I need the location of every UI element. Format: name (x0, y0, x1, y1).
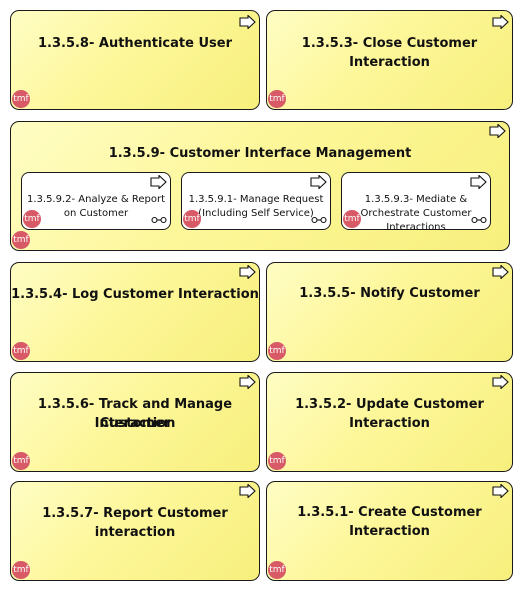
process-arrow-icon (239, 265, 256, 279)
process-arrow-icon (492, 15, 509, 29)
process-title: 1.3.5.9- Customer Interface Management (108, 146, 412, 161)
process-create-customer-interaction[interactable]: 1.3.5.1- Create Customer Interaction tmf (266, 481, 513, 581)
tmf-logo-icon: tmf (12, 561, 30, 579)
tmf-logo-icon: tmf (268, 90, 286, 108)
process-arrow-icon (239, 15, 256, 29)
tmf-logo-icon: tmf (183, 210, 201, 228)
subprocess-mediate-orchestrate[interactable]: 1.3.5.9.3- Mediate & Orchestrate Custome… (341, 172, 491, 233)
tmf-logo-icon: tmf (268, 561, 286, 579)
process-title: 1.3.5.7- Report Customer interaction (42, 506, 228, 540)
subprocess-title-line: 1.3.5.9.1- Manage Request (188, 194, 324, 205)
process-customer-interface-management[interactable]: 1.3.5.9- Customer Interface Management t… (10, 121, 510, 251)
tmf-logo-icon: tmf (12, 342, 30, 360)
process-report-customer-interaction[interactable]: 1.3.5.7- Report Customer interaction tmf (10, 481, 260, 581)
process-arrow-icon (489, 124, 506, 138)
subprocess-manage-request[interactable]: 1.3.5.9.1- Manage Request (Including Sel… (181, 172, 331, 230)
process-notify-customer[interactable]: 1.3.5.5- Notify Customer tmf (266, 262, 513, 362)
process-arrow-icon (492, 265, 509, 279)
subprocess-analyze-report-on-customer[interactable]: 1.3.5.9.2- Analyze & Report on Customer … (21, 172, 171, 230)
process-arrow-icon (492, 484, 509, 498)
process-arrow-icon (239, 484, 256, 498)
process-log-customer-interaction[interactable]: 1.3.5.4- Log Customer Interaction tmf (10, 262, 260, 362)
subprocess-title-line: (Including Self Service) (198, 208, 314, 219)
process-title: 1.3.5.5- Notify Customer (299, 286, 480, 301)
process-title: 1.3.5.1- Create Customer Interaction (297, 505, 482, 539)
tmf-logo-icon: tmf (343, 210, 361, 228)
subprocess-title-line: 1.3.5.9.3- Mediate & (364, 194, 468, 205)
tmf-logo-icon: tmf (12, 231, 30, 249)
process-update-customer-interaction[interactable]: 1.3.5.2- Update Customer Interaction tmf (266, 372, 513, 472)
process-track-and-manage-customer-interaction[interactable]: 1.3.5.6- Track and Manage Customer Inter… (10, 372, 260, 472)
process-title: 1.3.5.4- Log Customer Interaction (11, 287, 259, 302)
process-title-line: Interaction (94, 416, 176, 431)
subprocess-title-line: 1.3.5.9.2- Analyze & Report (26, 194, 166, 205)
subprocess-title-line: Orchestrate Customer (360, 208, 472, 219)
decomposition-link-icon (471, 216, 487, 224)
process-title: 1.3.5.3- Close Customer Interaction (301, 36, 478, 70)
process-title-line: 1.3.5.6- Track and Manage Customer (37, 397, 233, 431)
process-arrow-icon (239, 375, 256, 389)
tmf-logo-icon: tmf (23, 210, 41, 228)
subprocess-title-line: on Customer (63, 208, 129, 219)
process-title-line: Interaction (349, 416, 430, 431)
process-arrow-icon (470, 175, 487, 189)
tmf-logo-icon: tmf (12, 90, 30, 108)
decomposition-link-icon (151, 216, 167, 224)
tmf-logo-icon: tmf (268, 452, 286, 470)
process-title: 1.3.5.8- Authenticate User (37, 36, 232, 51)
process-authenticate-user[interactable]: 1.3.5.8- Authenticate User tmf (10, 10, 260, 110)
process-arrow-icon (310, 175, 327, 189)
process-arrow-icon (150, 175, 167, 189)
process-title-line: 1.3.5.2- Update Customer (295, 397, 484, 412)
decomposition-link-icon (311, 216, 327, 224)
tmf-logo-icon: tmf (268, 342, 286, 360)
subprocess-title-line: Interactions (386, 222, 446, 233)
process-arrow-icon (492, 375, 509, 389)
process-close-customer-interaction[interactable]: 1.3.5.3- Close Customer Interaction tmf (266, 10, 513, 110)
tmf-logo-icon: tmf (12, 452, 30, 470)
